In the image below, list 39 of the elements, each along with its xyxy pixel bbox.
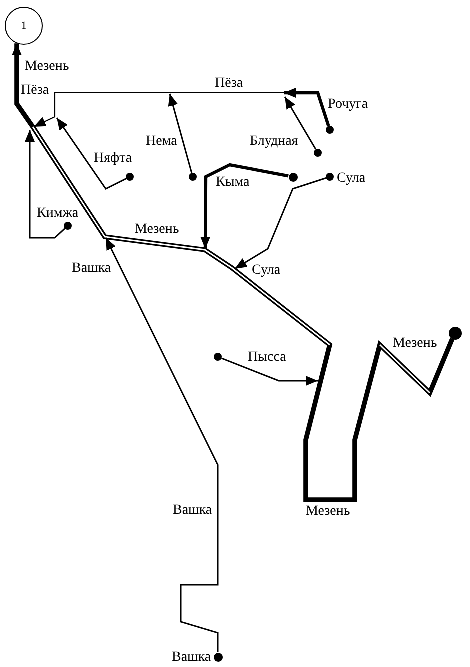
river-line (168, 94, 193, 174)
river-name: Кимжа (37, 206, 79, 220)
source-dot (288, 172, 298, 182)
source-dot (214, 652, 222, 662)
river-name: Вашка (172, 650, 212, 664)
river-line (12, 44, 455, 502)
river-name: Пысса (248, 350, 286, 364)
river-name: Кыма (216, 174, 250, 190)
river-name: Няфта (94, 150, 132, 166)
river-line (56, 118, 127, 190)
river-line (284, 88, 330, 127)
river-name: Пёза (215, 76, 244, 90)
river-name: Рочуга (328, 96, 368, 112)
river-line (284, 96, 317, 150)
numbered-circle (5, 7, 43, 45)
source-dot (314, 149, 322, 157)
river-line (105, 238, 219, 652)
node-label: 1 (21, 20, 27, 32)
river-line (25, 130, 66, 239)
source-dot (189, 173, 197, 181)
river-name: Сула (252, 262, 281, 278)
source-dot (448, 326, 462, 340)
source-dot (326, 126, 334, 134)
river-name: Вашка (72, 260, 112, 276)
river-name: Мезень (135, 222, 180, 236)
river-name: Вашка (173, 502, 212, 518)
river-line (221, 358, 318, 386)
river-name: Сула (337, 170, 366, 186)
source-dot (326, 173, 334, 181)
river-name: Мезень (393, 336, 438, 350)
source-dot (64, 222, 72, 230)
source-dot (214, 353, 222, 361)
river-name: Нема (146, 134, 178, 148)
river-name: Мезень (306, 504, 350, 518)
river-name: Блудная (250, 134, 298, 148)
river-line (234, 178, 326, 270)
river-name: Мезень (25, 58, 70, 74)
source-dot (126, 173, 134, 181)
river-line (200, 163, 289, 249)
